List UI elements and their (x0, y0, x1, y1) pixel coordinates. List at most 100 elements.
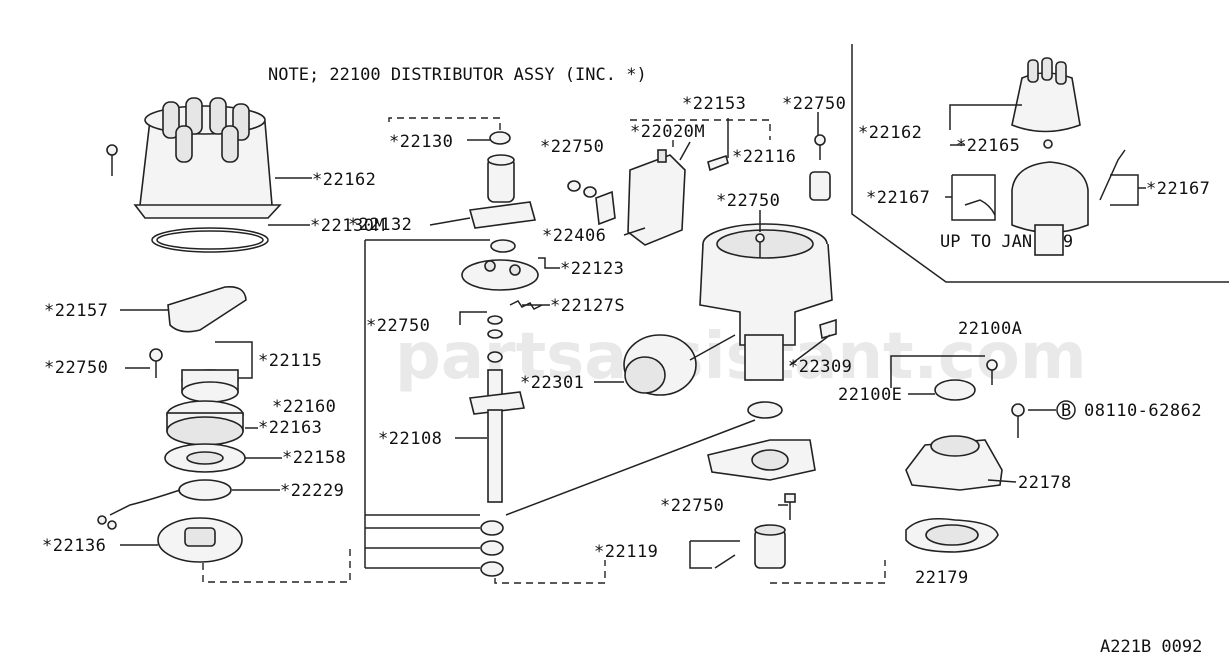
pin-22119 (714, 554, 736, 569)
breaker-plate-22136 (157, 517, 243, 563)
label-22115: *22115 (258, 351, 322, 371)
screw-22750-top (814, 134, 826, 160)
label-22301: *22301 (520, 373, 584, 393)
label-22162-inset: *22162 (858, 123, 922, 143)
shaft-cam-22132 (468, 154, 537, 229)
label-22750-left: *22750 (44, 358, 108, 378)
bolt-08110 (1011, 403, 1025, 438)
label-22750-bottom: *22750 (660, 496, 724, 516)
mounting-plate-hole (751, 449, 789, 471)
label-22160: *22160 (272, 397, 336, 417)
washer-bottom-2 (480, 540, 504, 556)
condenser-22116 (809, 171, 831, 201)
label-22750-top: *22750 (782, 94, 846, 114)
label-22750-housing: *22750 (716, 191, 780, 211)
igniter-module-22020m (627, 149, 686, 246)
label-22750-module: *22750 (540, 137, 604, 157)
bracket-22119 (689, 541, 712, 569)
label-22157: *22157 (44, 301, 108, 321)
label-22108: *22108 (378, 429, 442, 449)
bracket-dashed-collar (770, 560, 886, 584)
vacuum-advance-22301 (623, 334, 736, 396)
leader-22115 (215, 341, 253, 379)
label-22406: *22406 (542, 226, 606, 246)
governor-22123 (461, 259, 539, 291)
label-22162: *22162 (312, 170, 376, 190)
label-22020m: *22020M (630, 122, 705, 142)
o-ring-22130m (151, 227, 269, 253)
leader-line (789, 334, 831, 366)
bracket-22100e (890, 355, 985, 388)
cap-base-22178 (905, 435, 1003, 491)
washer-under-cam (490, 239, 516, 253)
label-22163: *22163 (258, 418, 322, 438)
screw-22750-small (567, 180, 581, 192)
inset-clip-22167-left (964, 199, 996, 216)
inset-clip-22167-right (1099, 149, 1126, 201)
cap-screw (106, 144, 118, 176)
screw-22750-small-b (583, 186, 597, 198)
leader-line (429, 217, 471, 226)
label-22100a: 22100A (958, 319, 1022, 339)
label-22309: *22309 (788, 357, 852, 377)
label-22100e: 22100E (838, 385, 902, 405)
washer-small-b (487, 329, 503, 339)
clip-22153 (707, 154, 729, 172)
leader-line (987, 479, 1017, 483)
label-22167-left: *22167 (866, 188, 930, 208)
bolt-mark: B (1061, 401, 1072, 421)
diagram-note: NOTE; 22100 DISTRIBUTOR ASSY (INC. *) (268, 65, 647, 85)
washer-bottom-1 (480, 520, 504, 536)
leader-line (505, 419, 756, 516)
inset-box-22167-left (951, 174, 996, 221)
label-22178: 22178 (1018, 473, 1072, 493)
part-22309 (819, 318, 837, 340)
ic-unit-22229 (97, 479, 232, 530)
leader-line (679, 141, 691, 161)
o-ring-inner (156, 230, 264, 250)
distributor-housing (699, 223, 833, 381)
figure-code: A221B 0092 (1100, 637, 1202, 657)
inset-button-22165 (1043, 139, 1053, 149)
leader-line (623, 227, 646, 236)
washer-22130 (489, 131, 511, 145)
screw-22100a (986, 359, 998, 385)
ring-magnet-hole (186, 451, 224, 465)
screw-22750-bottom (784, 493, 796, 520)
rotor-22157 (167, 285, 247, 333)
leader-22123 (538, 257, 560, 269)
washer-housing (747, 401, 783, 419)
washer-small-c (487, 351, 503, 363)
label-22158: *22158 (282, 448, 346, 468)
leader-22750-center (459, 311, 487, 325)
collar-22119 (754, 524, 786, 569)
shaft-22108 (469, 369, 525, 503)
label-22123: *22123 (560, 259, 624, 279)
label-22167-right: *22167 (1146, 179, 1210, 199)
bracket-dashed-bottom (494, 560, 606, 584)
inset-cap-22162 (1011, 57, 1081, 133)
inset-bracket-22162 (949, 104, 1022, 130)
label-22750-center: *22750 (366, 316, 430, 336)
label-22179: 22179 (915, 568, 969, 588)
label-22153: *22153 (682, 94, 746, 114)
seal-22100e (934, 379, 976, 401)
stator-22163 (166, 400, 244, 446)
bracket-dashed-left (202, 545, 351, 583)
label-22130: *22130 (389, 132, 453, 152)
gasket-22179 (905, 517, 999, 553)
bracket-22406 (595, 190, 616, 226)
reluctor-22115 (181, 369, 239, 403)
label-22229: *22229 (280, 481, 344, 501)
label-08110: 08110-62862 (1084, 401, 1202, 421)
screw-22750-housing (755, 233, 765, 258)
inset-rotor-cap (1011, 161, 1089, 256)
label-22136: *22136 (42, 536, 106, 556)
distributor-cap (133, 97, 282, 219)
washer-small-a (487, 315, 503, 325)
washer-bottom-3 (480, 561, 504, 577)
label-22119: *22119 (594, 542, 658, 562)
label-22132: *22132 (348, 215, 412, 235)
bracket-dashed-22130 (388, 117, 501, 132)
